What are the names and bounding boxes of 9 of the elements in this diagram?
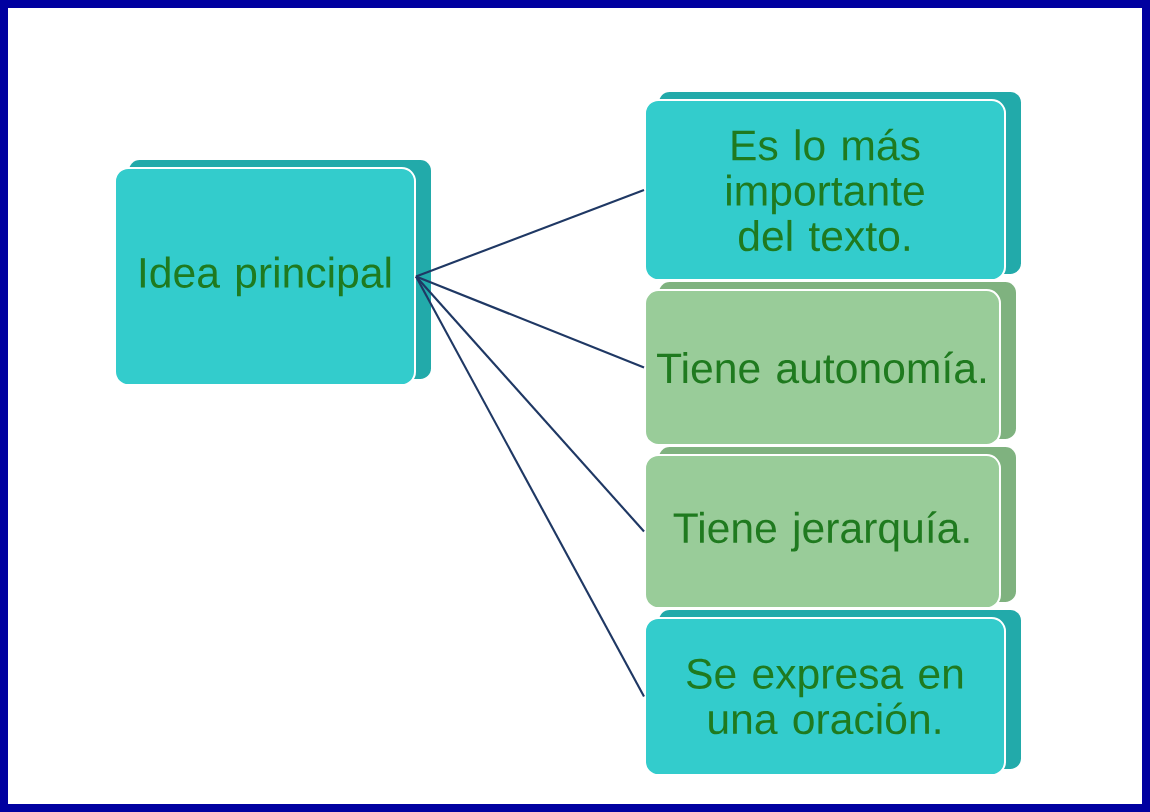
- connector-line: [415, 275, 645, 369]
- process-box: Se expresa en una oración.: [644, 610, 1021, 777]
- process-box: Es lo más importante del texto.: [644, 92, 1021, 281]
- process-box: Tiene autonomía.: [644, 282, 1016, 446]
- connector-line: [415, 276, 645, 697]
- process-box: Tiene jerarquía.: [644, 447, 1016, 610]
- connector-line: [415, 189, 645, 278]
- connector-line: [415, 275, 645, 533]
- process-box: Idea principal: [114, 160, 431, 387]
